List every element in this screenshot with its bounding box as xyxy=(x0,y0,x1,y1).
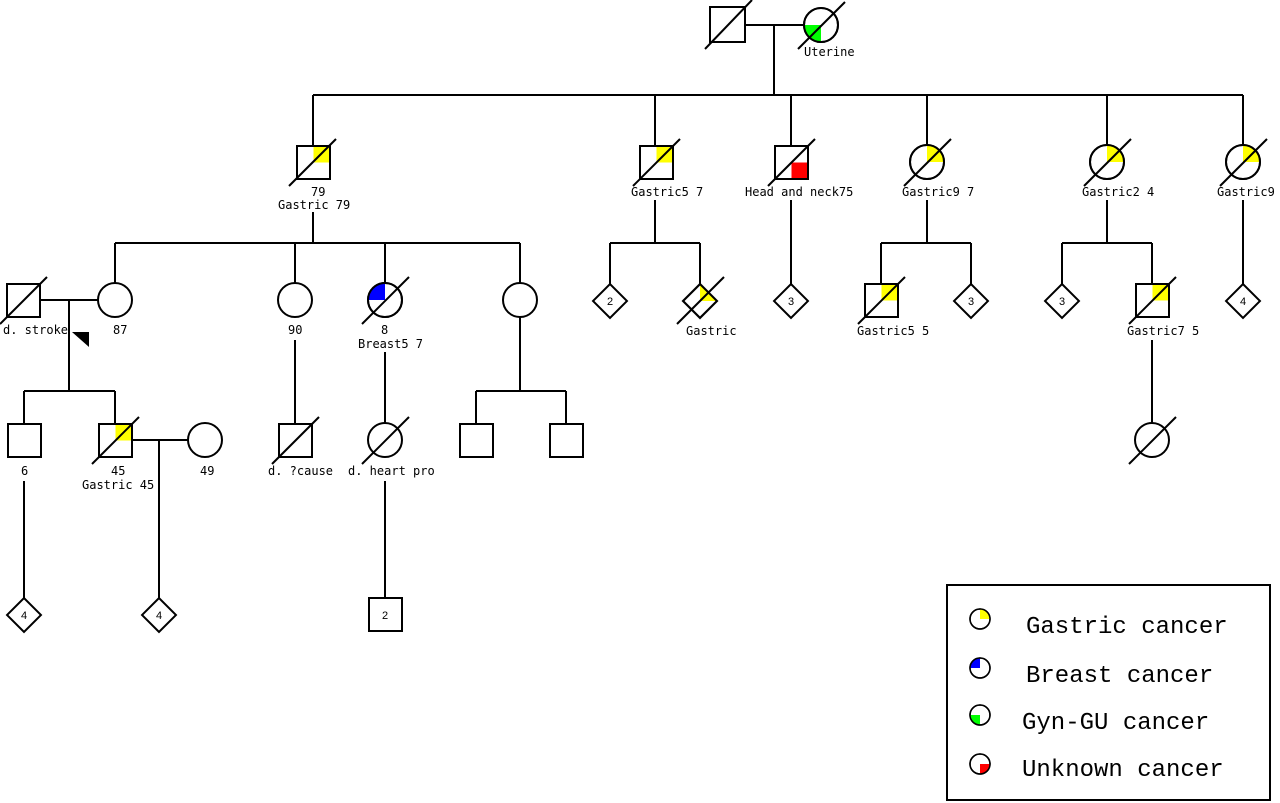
gen4-male-6 xyxy=(7,423,42,458)
legend-label-breast: Breast cancer xyxy=(1026,663,1213,690)
label-gen3-90: 90 xyxy=(288,323,302,337)
gen3-female-unaffected xyxy=(502,282,538,318)
label-uterine: Uterine xyxy=(804,45,855,59)
gen4-female-deceased xyxy=(1128,416,1177,465)
gen2-female-gastric-9 xyxy=(1219,138,1268,187)
gen3-male-stroke xyxy=(0,276,48,325)
label-gen3-breast-age: 8 xyxy=(381,323,388,337)
svg-text:4: 4 xyxy=(156,610,162,622)
gen3-diamond-3b: 3 xyxy=(952,282,990,320)
gen3-female-90 xyxy=(277,282,313,318)
label-gen4-49: 49 xyxy=(200,464,214,478)
label-gen2-79-age: 79 xyxy=(311,185,325,199)
label-gen2-gastric9: Gastric9 xyxy=(1217,185,1275,199)
gen3-male-gastric-55 xyxy=(857,276,906,325)
svg-text:2: 2 xyxy=(382,610,388,622)
gen2-male-headneck-75 xyxy=(767,138,816,187)
gen2-male-gastric-79 xyxy=(288,138,337,187)
gen4-female-49 xyxy=(187,422,223,458)
label-gen4-6: 6 xyxy=(21,464,28,478)
gen2-male-gastric-57 xyxy=(632,138,681,187)
label-gen3-gastric55: Gastric5 5 xyxy=(857,324,929,338)
gen3-diamond-3a: 3 xyxy=(772,282,810,320)
label-gen3-stroke: d. stroke xyxy=(3,323,68,337)
label-gen4-heart: d. heart pro xyxy=(348,464,435,478)
legend-item-gyn-gu: Gyn-GU cancer xyxy=(969,704,1209,737)
label-gen3-breast: Breast5 7 xyxy=(358,337,423,351)
gen3-male-gastric-75 xyxy=(1128,276,1177,325)
svg-text:2: 2 xyxy=(607,296,613,308)
svg-text:4: 4 xyxy=(1240,296,1246,308)
label-gen2-gastric97: Gastric9 7 xyxy=(902,185,974,199)
legend-label-gastric: Gastric cancer xyxy=(1026,614,1228,641)
gen1-father xyxy=(704,0,753,50)
legend-box: Gastric cancer Breast cancer Gyn-GU canc… xyxy=(946,584,1271,801)
gen3-diamond-4: 4 xyxy=(1224,282,1262,320)
label-gen3-gastric75: Gastric7 5 xyxy=(1127,324,1199,338)
gen3-diamond-gastric xyxy=(676,276,725,325)
gen5-male-2: 2 xyxy=(368,597,403,632)
label-gen2-headneck: Head and neck75 xyxy=(745,185,853,199)
legend-item-unknown: Unknown cancer xyxy=(969,753,1224,784)
gen4-female-heart xyxy=(361,416,410,465)
gen3-diamond-3c: 3 xyxy=(1043,282,1081,320)
gen4-male-a xyxy=(459,423,494,458)
legend-item-gastric: Gastric cancer xyxy=(969,608,1228,641)
label-gen2-gastric57: Gastric5 7 xyxy=(631,185,703,199)
gen2-female-gastric-97 xyxy=(903,138,952,187)
svg-text:3: 3 xyxy=(968,296,974,308)
label-gen2-79-gastric: Gastric 79 xyxy=(278,198,350,212)
label-gen3-gastric: Gastric xyxy=(686,324,737,338)
gen5-diamond-4a: 4 xyxy=(5,596,43,634)
proband-arrow xyxy=(72,332,89,347)
svg-text:3: 3 xyxy=(788,296,794,308)
gen4-male-b xyxy=(549,423,584,458)
legend-label-gyn-gu: Gyn-GU cancer xyxy=(1022,710,1209,737)
gen4-male-cause xyxy=(271,416,320,465)
gen3-female-breast xyxy=(361,276,410,325)
gen3-female-87 xyxy=(97,282,133,318)
label-gen2-gastric24: Gastric2 4 xyxy=(1082,185,1154,199)
label-gen4-cause: d. ?cause xyxy=(268,464,333,478)
svg-text:3: 3 xyxy=(1059,296,1065,308)
gen1-mother xyxy=(797,1,846,50)
gen3-diamond-2: 2 xyxy=(591,282,629,320)
label-gen4-45-age: 45 xyxy=(111,464,125,478)
svg-text:4: 4 xyxy=(21,610,27,622)
label-gen3-87: 87 xyxy=(113,323,127,337)
gen4-male-gastric-45 xyxy=(91,416,140,465)
gen2-female-gastric-24 xyxy=(1083,138,1132,187)
legend-label-unknown: Unknown cancer xyxy=(1022,757,1224,784)
gen5-diamond-4b: 4 xyxy=(140,596,178,634)
legend-item-breast: Breast cancer xyxy=(969,657,1213,690)
label-gen4-45-gastric: Gastric 45 xyxy=(82,478,154,492)
